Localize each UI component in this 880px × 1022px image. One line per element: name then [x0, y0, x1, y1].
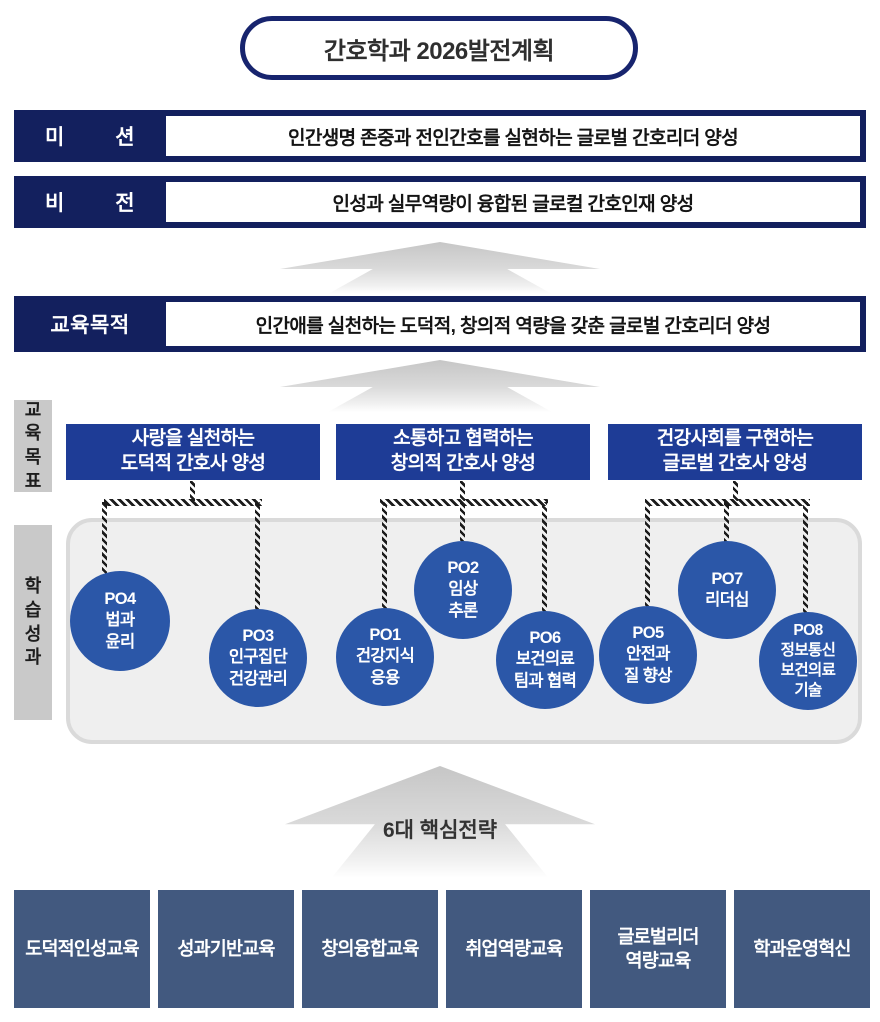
strategy-box-creative-convergence: 창의융합교육	[302, 890, 438, 1008]
strategy-line: 역량교육	[625, 950, 692, 971]
strategy-line: 창의융합교육	[321, 937, 419, 959]
po-line: 임상	[448, 580, 478, 599]
mission-text: 인간생명 존중과 전인간호를 실현하는 글로벌 간호리더 양성	[166, 116, 860, 156]
purpose-label: 교육목적	[50, 314, 130, 337]
connector-line	[733, 481, 738, 501]
po-line: 기술	[794, 681, 822, 699]
goal-box-global: 건강사회를 구현하는 글로벌 간호사 양성	[608, 424, 862, 480]
goal-line: 사랑을 실천하는	[131, 428, 255, 450]
connector-line	[460, 502, 465, 544]
mission-bar: 미 션 인간생명 존중과 전인간호를 실현하는 글로벌 간호리더 양성	[14, 110, 866, 162]
outcome-circle-po3: PO3 인구집단 건강관리	[209, 609, 307, 707]
mission-label: 미 션	[44, 126, 136, 149]
po-code: PO6	[529, 629, 561, 648]
strategy-line: 도덕적인성교육	[25, 937, 139, 959]
goal-line: 글로벌 간호사 양성	[662, 453, 808, 474]
vision-text: 인성과 실무역량이 융합된 글로컬 간호인재 양성	[166, 182, 860, 222]
strategy-line: 학과운영혁신	[753, 937, 851, 959]
outcome-circle-po8: PO8 정보통신 보건의료 기술	[759, 612, 857, 710]
outcome-circle-po6: PO6 보건의료 팀과 협력	[496, 611, 594, 709]
connector-line	[255, 502, 260, 612]
connector-line	[104, 499, 262, 506]
po-line: 건강관리	[228, 669, 288, 688]
strategy-line: 취업역량교육	[465, 937, 563, 959]
po-line: 응용	[370, 668, 400, 687]
connector-line	[645, 502, 650, 609]
outcome-circle-po1: PO1 건강지식 응용	[336, 608, 434, 706]
goal-box-moral: 사랑을 실천하는 도덕적 간호사 양성	[66, 424, 320, 480]
po-code: PO1	[369, 626, 401, 645]
diagram-title: 간호학과 2026발전계획	[240, 16, 638, 80]
goal-line: 건강사회를 구현하는	[656, 428, 814, 450]
outcome-circle-po2: PO2 임상 추론	[414, 541, 512, 639]
connector-line	[460, 481, 465, 501]
goal-line: 창의적 간호사 양성	[390, 453, 536, 474]
strategy-box-dept-innovation: 학과운영혁신	[734, 890, 870, 1008]
strategy-arrow-icon: 6대 핵심전략	[285, 766, 595, 878]
diagram-title-text: 간호학과 2026발전계획	[323, 37, 555, 65]
po-line: 추론	[448, 601, 478, 620]
strategy-arrow-label: 6대 핵심전략	[382, 819, 498, 842]
strategy-box-outcome-based: 성과기반교육	[158, 890, 294, 1008]
po-line: 법과	[105, 611, 135, 630]
purpose-text: 인간애를 실천하는 도덕적, 창의적 역량을 갖춘 글로벌 간호리더 양성	[166, 302, 860, 346]
po-line: 팀과 협력	[513, 671, 577, 690]
connector-line	[803, 502, 808, 615]
po-line: 보건의료	[515, 650, 575, 669]
outcomes-side-label: 학습성과	[14, 525, 52, 720]
po-code: PO4	[104, 590, 136, 609]
strategy-box-moral-character: 도덕적인성교육	[14, 890, 150, 1008]
strategy-box-employment: 취업역량교육	[446, 890, 582, 1008]
po-line: 윤리	[105, 632, 135, 651]
strategy-box-global-leader: 글로벌리더 역량교육	[590, 890, 726, 1008]
po-code: PO8	[793, 622, 823, 640]
purpose-bar: 교육목적 인간애를 실천하는 도덕적, 창의적 역량을 갖춘 글로벌 간호리더 …	[14, 296, 866, 352]
po-code: PO7	[711, 569, 743, 588]
goal-line: 소통하고 협력하는	[393, 428, 533, 450]
up-arrow-icon	[280, 360, 600, 412]
connector-line	[102, 502, 107, 574]
connector-line	[382, 502, 387, 610]
po-code: PO5	[632, 624, 664, 643]
vision-bar: 비 전 인성과 실무역량이 융합된 글로컬 간호인재 양성	[14, 176, 866, 228]
vision-label: 비 전	[44, 192, 136, 215]
strategy-line: 성과기반교육	[177, 937, 275, 959]
outcome-circle-po5: PO5 안전과 질 향상	[599, 606, 697, 704]
po-line: 질 향상	[624, 666, 672, 685]
strategy-line: 글로벌리더	[617, 925, 699, 947]
goal-box-creative: 소통하고 협력하는 창의적 간호사 양성	[336, 424, 590, 480]
po-line: 리더십	[705, 591, 749, 609]
goals-side-label: 교육목표	[14, 400, 52, 492]
up-arrow-icon	[280, 242, 600, 294]
po-code: PO2	[447, 559, 479, 578]
po-line: 안전과	[626, 645, 670, 664]
goal-line: 도덕적 간호사 양성	[120, 453, 266, 474]
po-code: PO3	[242, 627, 274, 646]
outcome-circle-po7: PO7 리더십	[678, 541, 776, 639]
connector-line	[542, 502, 547, 614]
po-line: 건강지식	[355, 647, 415, 666]
connector-line	[190, 481, 195, 501]
po-line: 정보통신	[780, 642, 836, 660]
po-line: 인구집단	[228, 648, 288, 667]
po-line: 보건의료	[780, 662, 836, 679]
connector-line	[724, 502, 729, 545]
outcome-circle-po4: PO4 법과 윤리	[70, 571, 170, 671]
